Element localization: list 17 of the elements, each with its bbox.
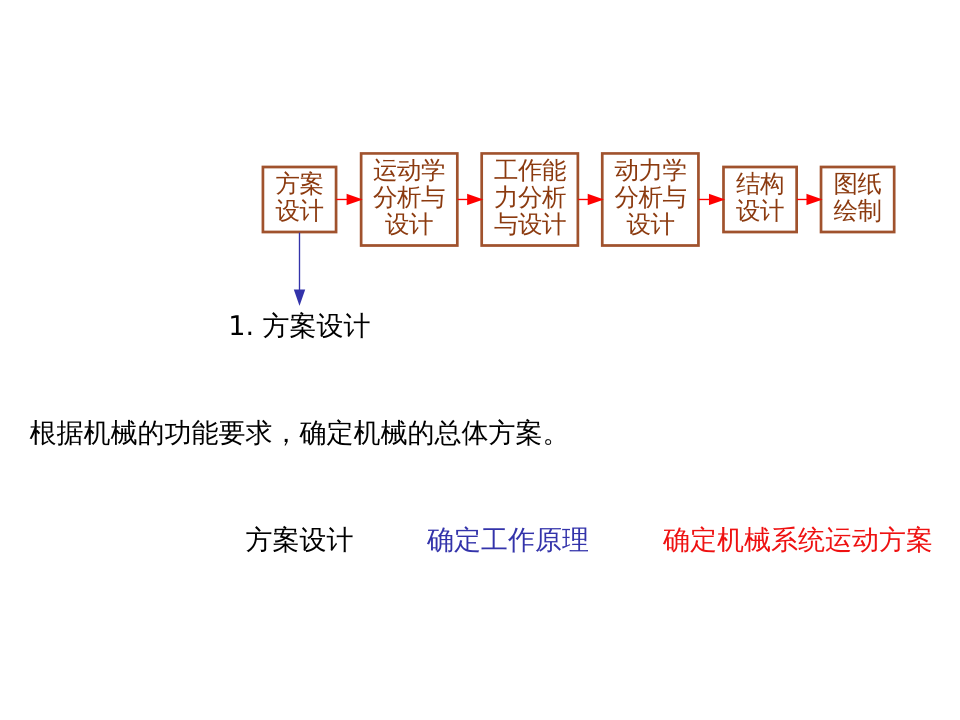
arrow [458,194,484,206]
node-box: 方案设计 [262,166,338,234]
node-box: 运动学分析与设计 [360,152,459,247]
node-box: 结构设计 [722,166,798,234]
node-box: 图纸绘制 [820,166,896,234]
arrow [698,194,726,206]
node-box: 工作能力分析与设计 [480,152,580,247]
node-box: 动力学分析与设计 [600,152,700,247]
label: 确定机械系统运动方案 [663,524,933,556]
node-text: 1. 方案设计 [228,310,371,342]
arrow [336,194,363,206]
label: 方案设计 [245,524,354,556]
arrow [294,232,306,306]
label: 确定工作原理 [427,524,590,556]
arrow [797,194,823,206]
label: 根据机械的功能要求，确定机械的总体方案。 [29,418,570,449]
arrow [578,194,604,206]
